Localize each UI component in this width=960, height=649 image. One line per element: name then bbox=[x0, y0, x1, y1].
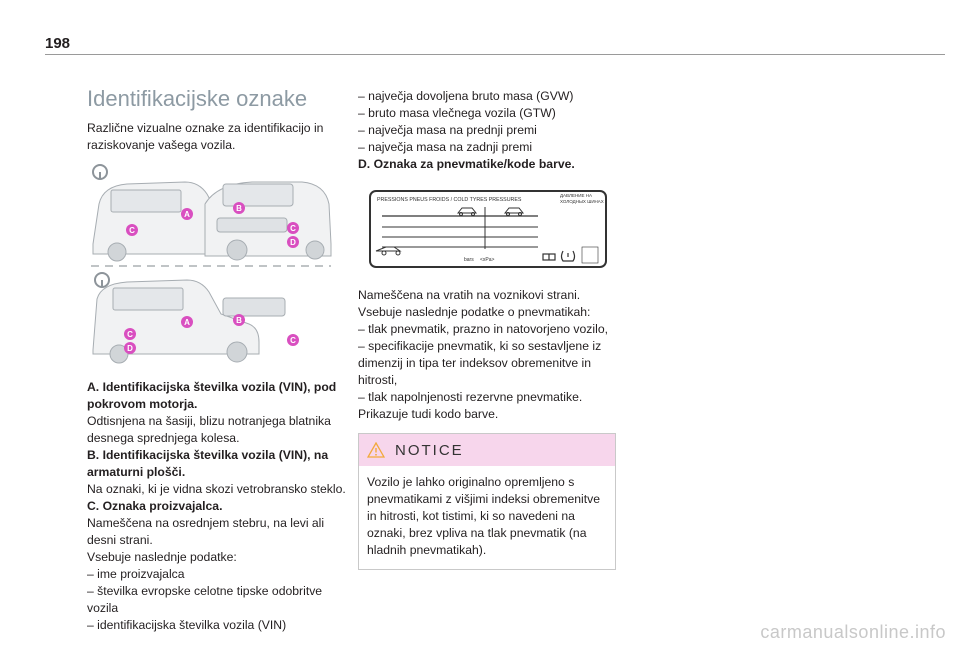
left-column: Identifikacijske oznake Različne vizualn… bbox=[87, 86, 352, 634]
steering-wheel-icon-top bbox=[92, 164, 108, 180]
left-line: A. Identifikacijska številka vozila (VIN… bbox=[87, 380, 337, 411]
right-list: – največja dovoljena bruto masa (GVW) – … bbox=[358, 88, 618, 173]
marker-b-bottom: B bbox=[233, 314, 245, 326]
notice-box: NOTICE Vozilo je lahko originalno opreml… bbox=[358, 433, 616, 570]
intro-text: Različne vizualne oznake za identifikaci… bbox=[87, 121, 324, 152]
right-line: Vsebuje naslednje podatke o pnevmatikah: bbox=[358, 305, 591, 319]
marker-d-bottom: D bbox=[124, 342, 136, 354]
watermark: carmanualsonline.info bbox=[760, 622, 946, 642]
right-line: – tlak napolnjenosti rezervne pnevmatike… bbox=[358, 390, 583, 404]
spare-wheel-icon bbox=[375, 246, 402, 256]
right-list-item: – bruto masa vlečnega vozila (GTW) bbox=[358, 106, 556, 120]
tyre-label-unit: bars bbox=[464, 257, 474, 263]
car-icon-2 bbox=[503, 207, 525, 216]
left-line: – številka evropske celotne tipske odobr… bbox=[87, 584, 323, 615]
marker-a-top: A bbox=[181, 208, 193, 220]
marker-c-bottom-left: C bbox=[124, 328, 136, 340]
svg-text:B: B bbox=[236, 316, 242, 325]
left-line: Na oznaki, ki je vidna skozi vetrobransk… bbox=[87, 482, 346, 496]
marker-c-top-right: C bbox=[287, 222, 299, 234]
svg-text:A: A bbox=[184, 318, 190, 327]
page-number: 198 bbox=[45, 35, 71, 52]
svg-text:C: C bbox=[290, 336, 296, 345]
vehicle-illustration: A B C C D A B C D C bbox=[87, 164, 332, 369]
marker-c-bottom-right: C bbox=[287, 334, 299, 346]
notice-header: NOTICE bbox=[359, 434, 615, 466]
marker-d-top: D bbox=[287, 236, 299, 248]
right-line: – specifikacije pnevmatik, ki so sestavl… bbox=[358, 339, 602, 387]
left-line: Odtisnjena na šasiji, blizu notranjega b… bbox=[87, 414, 331, 445]
right-text-block: Nameščena na vratih na voznikovi strani.… bbox=[358, 287, 618, 423]
left-line: – identifikacijska številka vozila (VIN) bbox=[87, 618, 287, 632]
left-line: Vsebuje naslednje podatke: bbox=[87, 550, 237, 564]
right-line: Nameščena na vratih na voznikovi strani. bbox=[358, 288, 581, 302]
tyre-label-corner-1: ДАВЛЕНИЕ НА bbox=[560, 193, 592, 198]
left-line: – ime proizvajalca bbox=[87, 567, 185, 581]
marker-b-top: B bbox=[233, 202, 245, 214]
marker-a-bottom: A bbox=[181, 316, 193, 328]
left-line: B. Identifikacijska številka vozila (VIN… bbox=[87, 448, 329, 479]
right-list-item: – največja masa na prednji premi bbox=[358, 123, 537, 137]
svg-text:C: C bbox=[129, 226, 135, 235]
right-list-item: – največja dovoljena bruto masa (GVW) bbox=[358, 89, 574, 103]
tyre-label-header: PRESSIONS PNEUS FROIDS / COLD TYRES PRES… bbox=[377, 197, 522, 203]
tyre-label-corner-2: ХОЛОДНЫХ ШИНАХ bbox=[560, 199, 604, 204]
info-block-icon bbox=[581, 246, 599, 264]
right-list-item: D. Oznaka za pnevmatike/kode barve. bbox=[358, 157, 575, 171]
left-line: Nameščena na osrednjem stebru, na levi a… bbox=[87, 516, 325, 547]
right-line: Prikazuje tudi kodo barve. bbox=[358, 407, 499, 421]
svg-text:D: D bbox=[127, 344, 133, 353]
svg-text:B: B bbox=[236, 204, 242, 213]
warning-triangle-icon bbox=[367, 442, 385, 458]
car-icon-1 bbox=[456, 207, 478, 216]
left-line: C. Oznaka proizvajalca. bbox=[87, 499, 223, 513]
van-top-drawing bbox=[92, 181, 332, 262]
marker-c-top-left: C bbox=[126, 224, 138, 236]
tyre-warning-icon bbox=[560, 250, 576, 262]
svg-text:C: C bbox=[290, 224, 296, 233]
svg-text:C: C bbox=[127, 330, 133, 339]
page-title: Identifikacijske oznake bbox=[87, 86, 308, 111]
paint-code-icon bbox=[542, 253, 556, 261]
tyre-label-psi: <xPa> bbox=[480, 257, 495, 263]
right-line: – tlak pnevmatik, prazno in natovorjeno … bbox=[358, 322, 608, 336]
svg-text:D: D bbox=[290, 238, 296, 247]
svg-text:A: A bbox=[184, 210, 190, 219]
steering-wheel-icon-bottom bbox=[94, 272, 110, 288]
left-text-block: A. Identifikacijska številka vozila (VIN… bbox=[87, 379, 352, 634]
right-list-item: – največja masa na zadnji premi bbox=[358, 140, 533, 154]
header-rule bbox=[45, 54, 945, 55]
notice-body: Vozilo je lahko originalno opremljeno s … bbox=[367, 475, 600, 557]
tyre-pressure-label-illustration: PRESSIONS PNEUS FROIDS / COLD TYRES PRES… bbox=[360, 183, 610, 271]
notice-title: NOTICE bbox=[395, 441, 464, 459]
right-column: – največja dovoljena bruto masa (GVW) – … bbox=[358, 88, 618, 570]
